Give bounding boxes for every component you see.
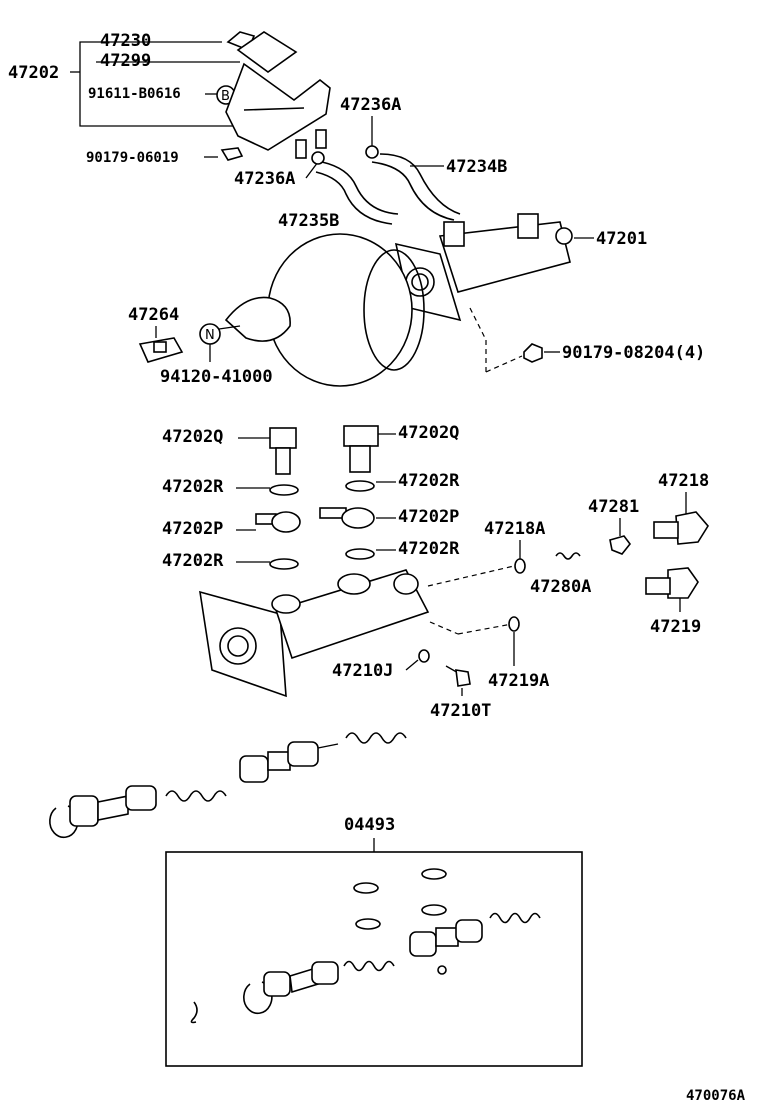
label-47202r-3: 47202R — [162, 551, 224, 571]
label-47202p-right: 47202P — [398, 507, 459, 527]
label-91611-b0616: 91611-B0616 — [88, 86, 181, 102]
label-47202q-right: 47202Q — [398, 423, 459, 443]
brake-booster — [211, 233, 425, 387]
reservoir-tank — [220, 31, 331, 161]
gasket-3 — [269, 558, 299, 570]
union-left — [255, 511, 301, 533]
plug-left — [269, 427, 297, 475]
label-47264: 47264 — [128, 305, 179, 325]
clamp-top — [365, 145, 379, 159]
spring-47280a — [555, 552, 581, 560]
ring-47219a — [508, 616, 520, 632]
label-47210j: 47210J — [332, 661, 393, 681]
label-47280a: 47280A — [530, 577, 591, 597]
label-47202r-2: 47202R — [398, 471, 460, 491]
valve-47219 — [645, 567, 699, 599]
kit-box — [165, 851, 583, 1067]
clevis-part — [138, 337, 184, 363]
label-47218a: 47218A — [484, 519, 545, 539]
hose-47235b — [315, 161, 399, 225]
label-04493: 04493 — [344, 815, 395, 835]
nut-part — [523, 343, 543, 363]
master-cylinder-body — [199, 569, 430, 698]
label-47234b: 47234B — [446, 157, 507, 177]
label-90179-06019: 90179-06019 — [86, 150, 179, 166]
gasket-4 — [345, 548, 375, 560]
label-47202: 47202 — [8, 63, 59, 83]
ring-47218a — [514, 558, 526, 574]
label-94120-41000: 94120-41000 — [160, 367, 273, 387]
internal-parts — [49, 732, 407, 839]
plug-right — [343, 425, 379, 473]
reservoir-group-bracket — [70, 41, 240, 127]
master-cylinder-top — [394, 213, 573, 322]
figure-id: 470076A — [686, 1088, 746, 1104]
clamp-bottom — [311, 151, 325, 165]
label-47230: 47230 — [100, 31, 151, 51]
bolt-47210t — [445, 665, 471, 687]
kit-contents — [190, 868, 541, 1024]
gasket-1 — [269, 484, 299, 496]
label-47218: 47218 — [658, 471, 709, 491]
valve-47218 — [653, 511, 709, 545]
label-47236a-top: 47236A — [340, 95, 401, 115]
label-47219: 47219 — [650, 617, 701, 637]
label-90179-08204: 90179-08204(4) — [562, 343, 705, 363]
label-47219a: 47219A — [488, 671, 549, 691]
label-47281: 47281 — [588, 497, 639, 517]
cap-47281 — [609, 535, 632, 555]
label-47299: 47299 — [100, 51, 151, 71]
label-47202r-4: 47202R — [398, 539, 460, 559]
svg-text:N: N — [205, 328, 215, 343]
label-47202p-left: 47202P — [162, 519, 223, 539]
union-right — [319, 507, 375, 529]
gasket-2 — [345, 480, 375, 492]
ring-47210j — [418, 649, 430, 663]
marker-n-icon: N — [199, 323, 221, 345]
label-47201: 47201 — [596, 229, 647, 249]
label-47202r-1: 47202R — [162, 477, 224, 497]
label-47210t: 47210T — [430, 701, 491, 721]
label-47235b: 47235B — [278, 211, 339, 231]
hose-47234b — [371, 153, 461, 221]
label-47202q-left: 47202Q — [162, 427, 223, 447]
svg-text:B: B — [221, 89, 230, 104]
label-47236a-bottom: 47236A — [234, 169, 295, 189]
